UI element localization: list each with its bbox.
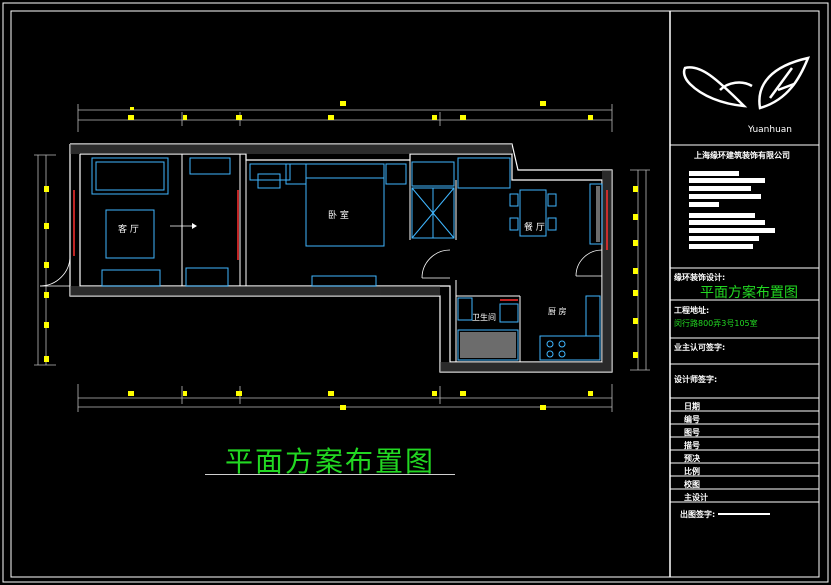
wall-fill	[70, 144, 612, 372]
room-label-bedroom: 卧 室	[328, 209, 349, 221]
room-label-kitchen: 厨 房	[548, 306, 567, 316]
company-name: 上海缘环建筑装饰有限公司	[694, 151, 790, 160]
row-drawing-no: 图号	[684, 428, 700, 437]
drawing-title-underline	[205, 474, 455, 475]
designer-signature-label: 设计师签字:	[674, 375, 718, 384]
room-label-living: 客 厅	[118, 223, 139, 235]
row-chief-designer: 主设计	[684, 493, 708, 502]
floor-plan: 客 厅 卧 室 餐 厅 卫生间 厨 房	[34, 101, 650, 412]
issue-signature-label: 出图签字:	[680, 510, 716, 519]
row-date: 日期	[684, 402, 700, 411]
row-budget: 预决	[684, 454, 700, 463]
row-trace: 描号	[684, 441, 700, 450]
kitchen-furniture	[539, 295, 601, 361]
gray-fixtures	[460, 186, 600, 358]
bathroom-furniture	[457, 297, 519, 361]
design-label: 缘环装饰设计:	[674, 273, 726, 282]
logo-icon	[682, 56, 811, 110]
top-dimension-line	[77, 104, 613, 132]
room-label-dining: 餐 厅	[524, 221, 545, 233]
row-number: 编号	[684, 415, 700, 424]
dining-furniture	[457, 157, 603, 245]
inner-border	[10, 10, 820, 578]
drawing-title: 平面方案布置图	[224, 445, 435, 478]
logo-text: Yuanhuan	[747, 125, 792, 135]
row-check: 校图	[684, 480, 700, 489]
address-label: 工程地址:	[674, 306, 710, 315]
direction-arrow-head	[192, 223, 197, 229]
row-scale: 比例	[684, 467, 700, 476]
living-room-furniture	[91, 157, 231, 287]
interior-walls	[181, 154, 521, 362]
title-block: Yuanhuan	[670, 56, 819, 515]
address-value: 闵行路800弄3号105室	[674, 319, 758, 328]
redacted-text-bars	[689, 171, 775, 515]
wardrobe	[411, 161, 455, 239]
bedroom-furniture	[249, 163, 407, 287]
titleblock-grid	[670, 144, 819, 503]
marker-set	[44, 101, 638, 410]
design-value: 平面方案布置图	[700, 285, 798, 301]
client-signature-label: 业主认可签字:	[674, 343, 726, 352]
room-label-bathroom: 卫生间	[472, 312, 496, 322]
door-swings	[39, 249, 603, 287]
doors	[73, 190, 608, 301]
